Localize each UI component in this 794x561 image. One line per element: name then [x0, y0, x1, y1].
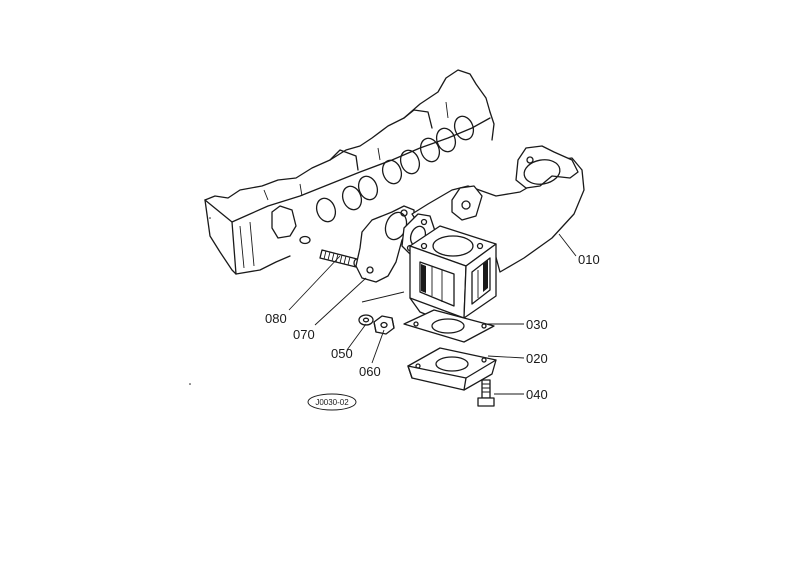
drawing-reference: J0030-02 — [307, 393, 357, 411]
guide-line — [361, 291, 405, 303]
label-080: 080 — [265, 311, 287, 326]
leader-lines — [288, 233, 577, 395]
label-040: 040 — [526, 387, 548, 402]
label-010: 010 — [578, 252, 600, 267]
gasket-030 — [403, 309, 495, 343]
label-030: 030 — [526, 317, 548, 332]
stud-bolt-080 — [319, 249, 361, 268]
speck — [209, 217, 211, 219]
label-070: 070 — [293, 327, 315, 342]
washer-050 — [358, 314, 374, 326]
bolt-040 — [477, 379, 495, 407]
flange-plate-020 — [407, 347, 497, 391]
speck — [189, 383, 191, 385]
label-050: 050 — [331, 346, 353, 361]
outlet-elbow-box — [409, 225, 497, 325]
label-020: 020 — [526, 351, 548, 366]
nut-060 — [373, 315, 395, 335]
cylinder-head — [204, 69, 495, 275]
drawing-reference-text: J0030-02 — [315, 398, 349, 407]
label-060: 060 — [359, 364, 381, 379]
